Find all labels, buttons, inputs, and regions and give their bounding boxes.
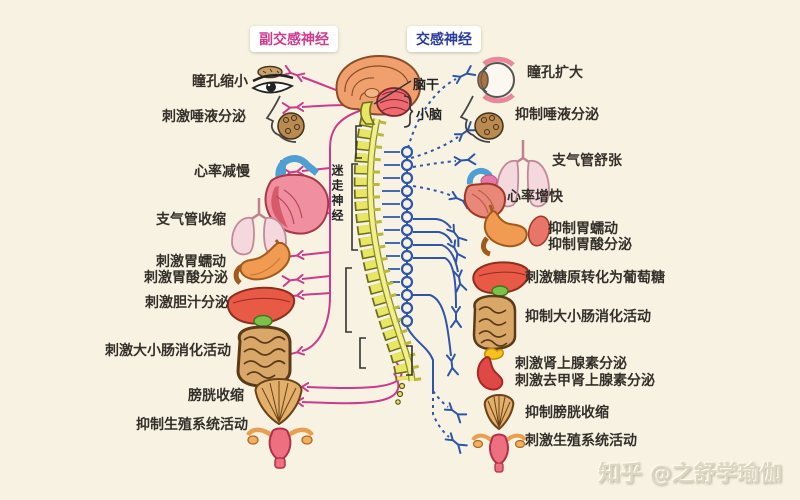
vagus-nerve-label: 迷走神经 <box>330 164 344 224</box>
right-label-glycogen: 刺激糖原转化为葡萄糖 <box>525 270 665 286</box>
brainstem-pointer-line <box>373 80 412 105</box>
watermark: 知乎 @之舒学瑜伽 <box>598 462 782 487</box>
right-label-bronchi: 支气管舒张 <box>552 153 622 169</box>
sympathetic-nerve-paths <box>382 65 478 455</box>
left-label-bronchi: 支气管收缩 <box>156 212 226 228</box>
parasympathetic-title: 副交感神经 <box>250 26 338 52</box>
left-label-intestines: 刺激大小肠消化活动 <box>105 343 231 359</box>
salivary-glands-icon-right <box>459 95 504 143</box>
eye-icon-right <box>477 56 515 104</box>
left-label-pupil: 瞳孔缩小 <box>192 74 248 90</box>
salivary-glands-icon-left <box>265 95 305 143</box>
cerebellum-brace <box>403 95 414 128</box>
bladder-icon-right <box>483 393 515 431</box>
sympathetic-ganglion-chain <box>400 145 414 328</box>
vagus-nerve-trunk <box>281 109 363 362</box>
right-label-intestines: 抑制大小肠消化活动 <box>525 309 651 325</box>
annotation-brackets <box>345 80 414 376</box>
left-label-bladder: 膀胱收缩 <box>188 388 244 404</box>
uterus-icon-right <box>471 433 527 473</box>
heart-icon-right <box>463 167 507 219</box>
right-label-bladder: 抑制膀胱收缩 <box>525 405 609 421</box>
spinal-cord <box>353 116 422 405</box>
right-label-adrenaline: 刺激肾上腺素分泌 <box>515 356 627 372</box>
left-label-stomach-2: 刺激胃酸分泌 <box>144 270 228 286</box>
right-label-heart: 心率增快 <box>507 189 563 205</box>
adrenal-kidney-icon-right <box>476 347 504 391</box>
left-label-heart: 心率减慢 <box>194 164 250 180</box>
intestines-icon-right <box>472 294 517 351</box>
right-label-saliva: 抑制唾液分泌 <box>515 107 599 123</box>
left-label-saliva: 刺激唾液分泌 <box>162 109 246 125</box>
left-label-reproductive: 抑制生殖系统活动 <box>136 417 248 433</box>
liver-icon-left <box>226 286 296 328</box>
right-label-reproductive: 刺激生殖系统活动 <box>525 433 637 449</box>
brainstem-label: 脑干 <box>413 78 440 93</box>
sympathetic-title: 交感神经 <box>407 26 481 52</box>
eye-icon-left <box>251 65 295 94</box>
stomach-icon-right <box>480 204 551 257</box>
right-label-noradrenaline: 刺激去甲肾上腺素分泌 <box>515 373 655 389</box>
brainstem <box>360 101 376 125</box>
stomach-icon-left <box>233 239 291 285</box>
left-label-stomach-1: 刺激胃蠕动 <box>156 254 226 270</box>
cerebellum-label: 小脑 <box>416 108 443 123</box>
right-label-pupil: 瞳孔扩大 <box>527 65 583 81</box>
right-label-stomach-2: 抑制胃酸分泌 <box>548 237 632 253</box>
brain <box>335 54 422 125</box>
liver-icon-right <box>472 261 530 297</box>
right-label-stomach-1: 抑制胃蠕动 <box>548 221 618 237</box>
left-label-bile: 刺激胆汁分泌 <box>145 295 229 311</box>
bladder-icon-left <box>254 377 303 426</box>
heart-icon-left <box>264 155 330 235</box>
uterus-icon-left <box>246 427 314 469</box>
